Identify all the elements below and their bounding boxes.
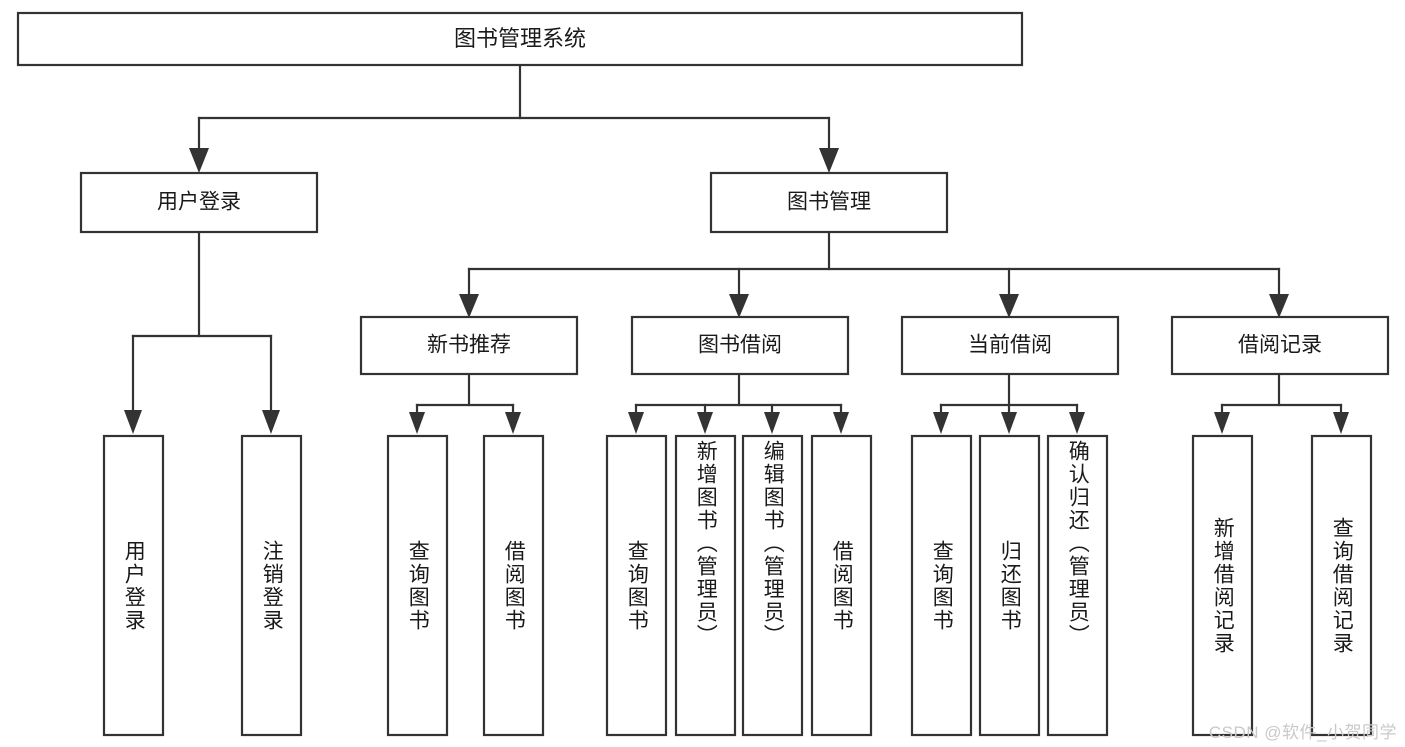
leaf-box-bb-borrow-book[interactable] [810, 434, 873, 737]
node-root[interactable]: 图书管理系统 [16, 11, 1024, 67]
connector-user-login-to-leaves [124, 230, 280, 434]
node-current-borrow-label: 当前借阅 [968, 334, 1052, 357]
node-user-login[interactable]: 用户登录 [79, 171, 319, 234]
connector-book-borrow-to-leaves [628, 372, 849, 434]
leaf-box-bb-edit-book[interactable] [741, 434, 804, 737]
leaf-box-cb-confirm-return[interactable] [1046, 434, 1109, 737]
node-borrow-record[interactable]: 借阅记录 [1170, 315, 1390, 376]
connector-root-to-level2 [189, 63, 839, 173]
node-borrow-record-label: 借阅记录 [1238, 334, 1322, 357]
node-book-borrow-label: 图书借阅 [698, 334, 782, 357]
node-new-book-recommend[interactable]: 新书推荐 [359, 315, 579, 376]
leaf-box-logout[interactable] [240, 434, 303, 737]
leaf-box-br-query-record[interactable] [1310, 434, 1373, 737]
leaf-box-bb-add-book[interactable] [674, 434, 737, 737]
node-book-manage[interactable]: 图书管理 [709, 171, 949, 234]
csdn-watermark: CSDN @软件_小贺同学 [1208, 723, 1397, 742]
node-book-manage-label: 图书管理 [787, 191, 871, 214]
node-user-login-label: 用户登录 [157, 191, 241, 214]
connector-borrow-record-to-leaves [1214, 372, 1349, 434]
connector-book-manage-to-level3 [459, 230, 1289, 318]
leaf-box-cb-return-book[interactable] [978, 434, 1041, 737]
connector-new-book-to-leaves [409, 372, 521, 434]
connector-current-borrow-to-leaves [933, 372, 1085, 434]
node-book-borrow[interactable]: 图书借阅 [630, 315, 850, 376]
leaf-box-br-add-record[interactable] [1191, 434, 1254, 737]
leaf-box-nb-query-book[interactable] [386, 434, 449, 737]
node-new-book-recommend-label: 新书推荐 [427, 334, 511, 357]
node-current-borrow[interactable]: 当前借阅 [900, 315, 1120, 376]
leaf-box-user-login[interactable] [102, 434, 165, 737]
leaf-box-bb-query-book[interactable] [605, 434, 668, 737]
node-root-label: 图书管理系统 [454, 26, 586, 51]
leaf-box-cb-query-book[interactable] [910, 434, 973, 737]
leaf-box-nb-borrow-book[interactable] [482, 434, 545, 737]
